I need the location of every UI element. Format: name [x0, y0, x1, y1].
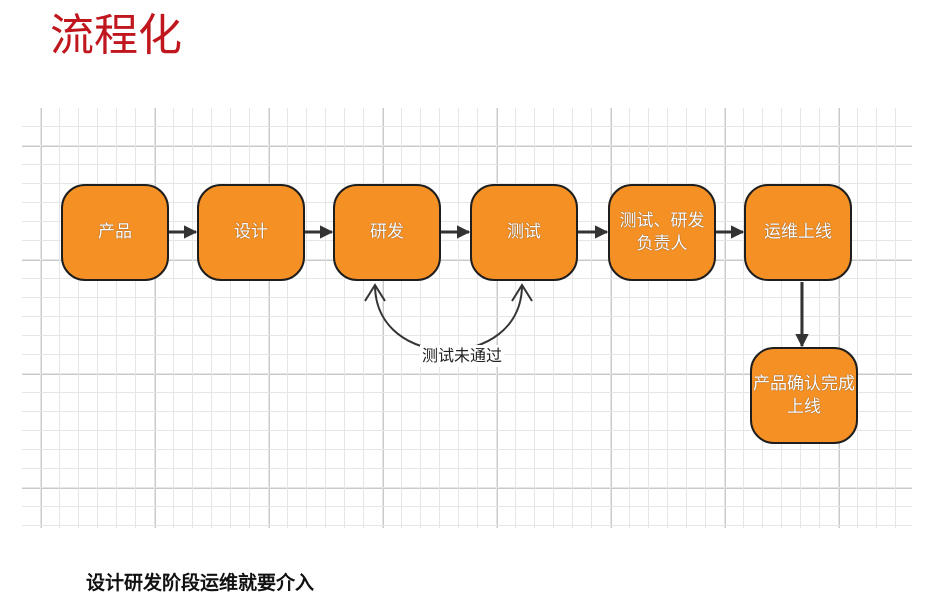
node-design: 设计 [197, 184, 305, 281]
page-title: 流程化 [50, 10, 182, 61]
node-testing: 测试 [470, 184, 578, 281]
node-test-dev-owner: 测试、研发 负责人 [608, 184, 716, 281]
node-product: 产品 [61, 184, 169, 281]
footer-note: 设计研发阶段运维就要介入 [86, 572, 315, 594]
diagram-canvas [22, 108, 912, 528]
loop-test-failed-curve [374, 284, 523, 352]
node-product-confirm: 产品确认完成 上线 [750, 347, 858, 444]
loop-arrowhead-testing [511, 283, 533, 302]
loop-arrowhead-development [364, 283, 386, 302]
edge-label-test-failed: 测试未通过 [420, 345, 505, 367]
node-development: 研发 [333, 184, 441, 281]
node-ops-release: 运维上线 [744, 184, 852, 281]
